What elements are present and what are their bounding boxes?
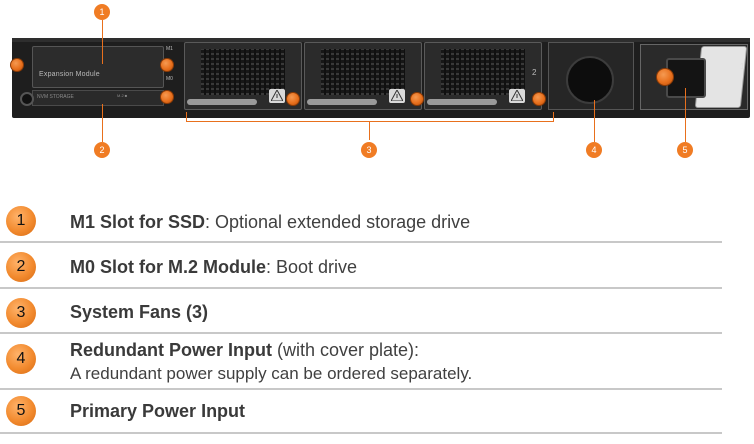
fan-3-thumb-screw — [532, 92, 546, 106]
legend-title: M1 Slot for SSD — [70, 212, 206, 232]
divider — [0, 241, 722, 243]
callout-5: 5 — [677, 142, 693, 158]
m1-thumb-screw — [160, 58, 174, 72]
m1-slot-label: M1 — [166, 46, 173, 52]
legend-title: M0 Slot for M.2 Module — [70, 257, 266, 277]
fan-2-thumb-screw — [410, 92, 424, 106]
legend-item: 5 Primary Power Input — [0, 396, 722, 432]
legend-subtext: A redundant power supply can be ordered … — [70, 364, 473, 383]
expansion-module-label: Expansion Module — [39, 71, 100, 78]
legend-desc: (with cover plate): — [272, 340, 420, 360]
divider — [0, 432, 722, 434]
callout-1-leader — [102, 20, 103, 64]
fan-handle — [427, 99, 497, 105]
divider — [0, 332, 722, 334]
appliance-rear-panel-figure: Expansion Module M1 M0 NVM STORAGE M.2 ■… — [0, 0, 754, 170]
bay-number-2: 2 — [532, 68, 537, 77]
left-thumb-screw — [10, 58, 24, 72]
m0-slot-label: M0 — [166, 76, 173, 82]
legend-number-badge: 4 — [6, 344, 36, 374]
legend-desc: : Boot drive — [266, 257, 358, 277]
fan-module-1 — [184, 42, 302, 110]
warning-icon — [509, 89, 525, 103]
legend-number-badge: 1 — [6, 206, 36, 236]
legend-number-badge: 2 — [6, 252, 36, 282]
legend-title: System Fans (3) — [70, 302, 209, 322]
legend-text: M1 Slot for SSD: Optional extended stora… — [70, 212, 470, 233]
legend-text: Redundant Power Input (with cover plate)… — [70, 340, 419, 361]
callout-2: 2 — [94, 142, 110, 158]
expansion-module: Expansion Module — [32, 46, 164, 88]
legend-item: 3 System Fans (3) — [0, 295, 722, 331]
warning-icon — [269, 89, 285, 103]
fan-module-3 — [424, 42, 542, 110]
callout-4: 4 — [586, 142, 602, 158]
fans-bracket — [186, 112, 554, 122]
legend-text: System Fans (3) — [70, 302, 208, 323]
m0-slot-text: NVM STORAGE — [37, 94, 74, 100]
legend-title: Primary Power Input — [70, 401, 246, 421]
legend-item: 1 M1 Slot for SSD: Optional extended sto… — [0, 202, 722, 238]
callout-2-leader — [102, 104, 103, 142]
divider — [0, 287, 722, 289]
fan-handle — [187, 99, 257, 105]
m0-slot-mark: M.2 ■ — [117, 93, 128, 98]
fan-grill-bars — [201, 49, 285, 95]
legend-item: 4 Redundant Power Input (with cover plat… — [0, 340, 722, 392]
legend-text: Primary Power Input — [70, 401, 245, 422]
callout-4-leader — [594, 100, 595, 142]
legend-text: M0 Slot for M.2 Module: Boot drive — [70, 257, 357, 278]
warning-icon — [389, 89, 405, 103]
legend-item: 2 M0 Slot for M.2 Module: Boot drive — [0, 249, 722, 285]
callout-3-leader — [369, 122, 370, 140]
legend-number-badge: 3 — [6, 298, 36, 328]
callout-1: 1 — [94, 4, 110, 20]
fan-module-2 — [304, 42, 422, 110]
chassis-rim — [12, 38, 750, 42]
audio-port — [20, 92, 34, 106]
fan-handle — [307, 99, 377, 105]
psu-thumb-screw — [656, 68, 674, 86]
legend-title: Redundant Power Input — [70, 340, 272, 360]
bay-number-1: 1 — [740, 62, 745, 71]
fan-grill-bars — [441, 49, 525, 95]
legend-number-badge: 5 — [6, 396, 36, 426]
callout-5-leader — [685, 88, 686, 142]
callout-3: 3 — [361, 142, 377, 158]
divider — [0, 388, 722, 390]
cover-plate — [566, 56, 614, 104]
legend-desc: : Optional extended storage drive — [205, 212, 471, 232]
m0-thumb-screw — [160, 90, 174, 104]
fan-grill-bars — [321, 49, 405, 95]
m0-slot: NVM STORAGE M.2 ■ — [32, 90, 164, 106]
fan-1-thumb-screw — [286, 92, 300, 106]
